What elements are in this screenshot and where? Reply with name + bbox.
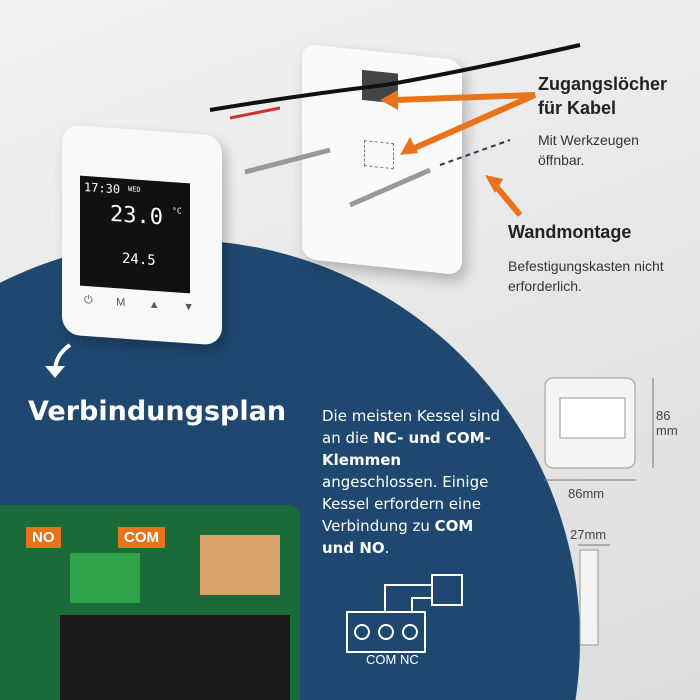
desc-bold: NC- und COM-Klemmen <box>322 429 491 469</box>
arrowhead <box>400 137 418 155</box>
diagram-wires <box>384 584 432 612</box>
mode-button[interactable]: M <box>116 296 126 309</box>
com-label: COM <box>118 527 165 548</box>
red-wire <box>229 106 281 120</box>
arrow-cable-2 <box>408 92 537 153</box>
side-outline <box>579 549 599 646</box>
screw-left <box>244 147 331 175</box>
arrow-mount <box>492 183 523 217</box>
power-button[interactable]: ⏻ <box>84 293 93 307</box>
desc-text: Die meisten Kessel sind an die <box>322 407 501 447</box>
screw-icon <box>354 624 370 640</box>
arrowhead <box>485 175 503 193</box>
down-button[interactable]: ▼ <box>183 300 194 314</box>
front-outline-screen <box>559 397 626 439</box>
width-dimension: 86mm <box>568 486 605 501</box>
desc-bold: COM und NO <box>322 517 474 557</box>
day: WED <box>128 185 141 194</box>
room-temperature: 24.5 <box>122 250 156 269</box>
desc-text: . <box>384 539 390 557</box>
screw-icon <box>402 624 418 640</box>
plan-description: Die meisten Kessel sind an die NC- und C… <box>322 405 502 559</box>
cable-callout-sub: Mit Werkzeugen öffnbar. <box>538 132 639 168</box>
cable-callout-title: Zugangslöcher für Kabel <box>538 74 668 118</box>
arrowhead <box>380 90 398 110</box>
depth-dimension: 27mm <box>570 527 607 542</box>
screw-right <box>348 167 432 208</box>
arrow-cable-1 <box>394 92 536 103</box>
time: 17:30 <box>84 179 121 197</box>
housing <box>60 615 290 700</box>
thermostat-display: 17:30 WED 23.0 °C 24.5 <box>80 175 190 294</box>
arrowhead <box>45 366 65 378</box>
desc-text: angeschlossen. Einige Kessel erfordern e… <box>322 473 489 535</box>
boiler-icon <box>431 574 463 606</box>
thermostat: 17:30 WED 23.0 °C 24.5 ⏻ M ▲ ▼ <box>62 124 222 346</box>
dimension-lines <box>544 378 654 546</box>
terminal-labels: COM NC <box>366 652 419 667</box>
temp-unit: °C <box>172 206 182 216</box>
no-label: NO <box>26 527 61 548</box>
relay <box>200 535 280 595</box>
height-dimension: 86 mm <box>656 408 678 438</box>
cable <box>209 43 581 112</box>
mount-callout-sub: Befestigungskasten nicht erforderlich. <box>508 258 664 294</box>
screw-icon <box>378 624 394 640</box>
terminal-block-icon <box>346 611 426 653</box>
up-button[interactable]: ▲ <box>148 298 160 312</box>
screw-guide <box>439 139 511 166</box>
mount-callout-title: Wandmontage <box>508 222 632 242</box>
plan-title: Verbindungsplan <box>28 396 287 427</box>
terminal-block <box>70 553 140 603</box>
set-temperature: 23.0 <box>110 201 163 231</box>
